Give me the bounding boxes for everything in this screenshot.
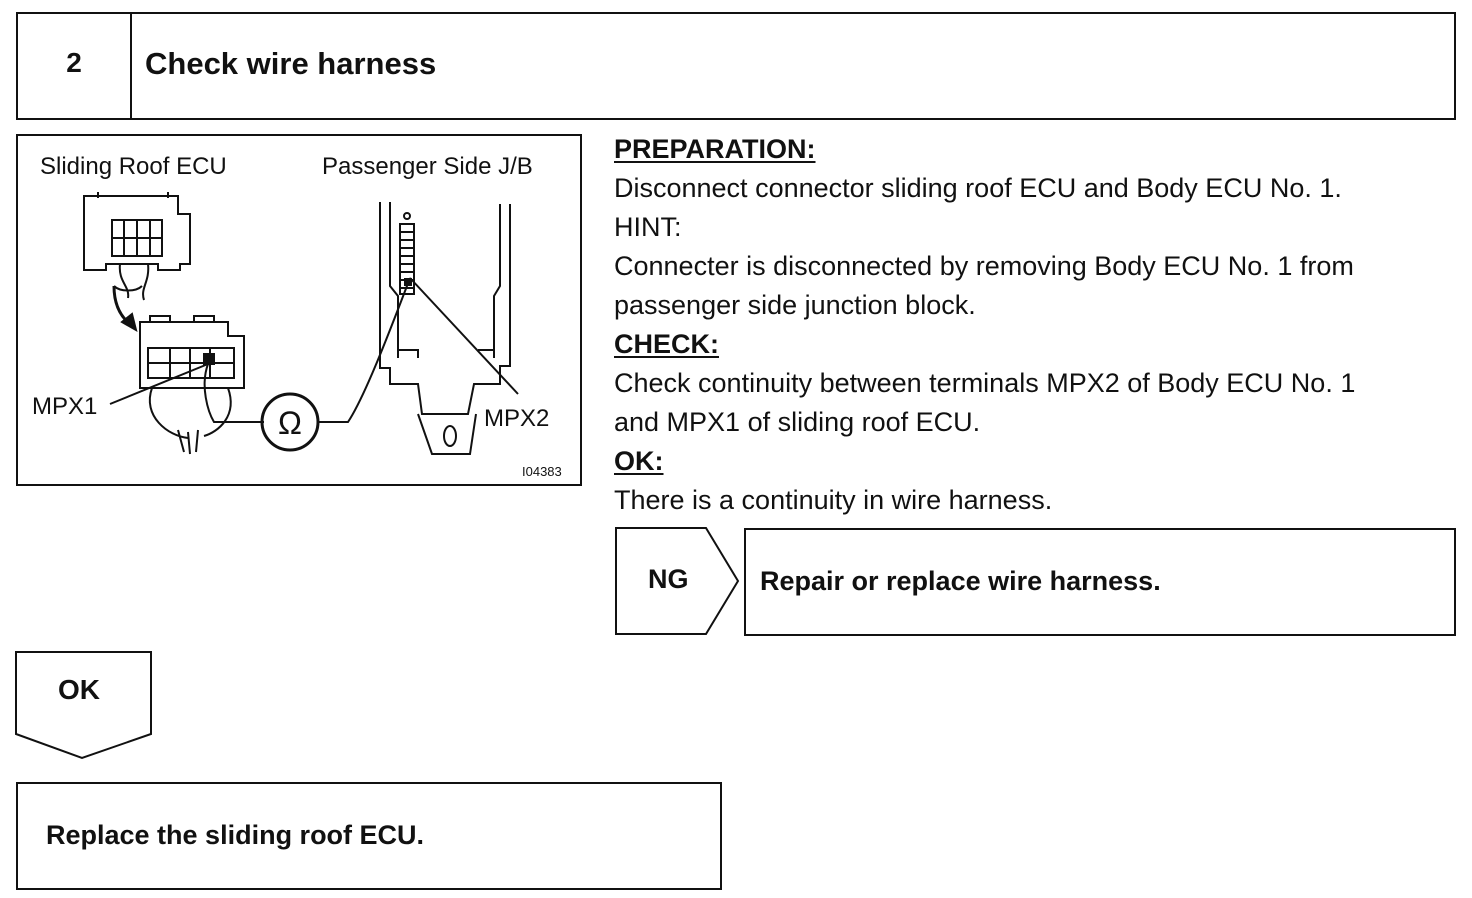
ng-label: NG bbox=[648, 564, 689, 594]
ng-arrow-tag bbox=[615, 527, 740, 635]
ok-action-box: Replace the sliding roof ECU. bbox=[16, 782, 722, 890]
check-line-1: Check continuity between terminals MPX2 … bbox=[614, 368, 1356, 398]
ok-arrow-tag bbox=[15, 651, 152, 760]
ok-action-text: Replace the sliding roof ECU. bbox=[46, 820, 425, 850]
preparation-text: Disconnect connector sliding roof ECU an… bbox=[614, 173, 1342, 203]
ng-action-box: Repair or replace wire harness. bbox=[744, 528, 1456, 636]
ok-branch: OK bbox=[14, 650, 156, 762]
hint-line-1: Connecter is disconnected by removing Bo… bbox=[614, 251, 1354, 281]
ok-label: OK bbox=[58, 674, 100, 705]
label-mpx2: MPX2 bbox=[484, 405, 549, 432]
ng-action-text: Repair or replace wire harness. bbox=[760, 566, 1161, 596]
preparation-heading: PREPARATION: bbox=[614, 134, 816, 164]
label-sliding-roof-ecu: Sliding Roof ECU bbox=[40, 153, 227, 180]
label-mpx1: MPX1 bbox=[32, 393, 97, 420]
step-number-cell: 2 bbox=[18, 14, 132, 118]
instruction-block: PREPARATION: Disconnect connector slidin… bbox=[614, 130, 1464, 520]
ecu-connector-top bbox=[83, 192, 191, 301]
figure-id: I04383 bbox=[522, 464, 562, 479]
ok-spec-heading: OK: bbox=[614, 446, 664, 476]
ng-branch: NG Repair or replace wire harness. bbox=[614, 526, 1459, 638]
hint-heading: HINT: bbox=[614, 212, 682, 242]
ecu-connector-bottom bbox=[139, 315, 245, 455]
step-title: Check wire harness bbox=[145, 46, 437, 81]
diagram-drawing: Ω Sliding Roof ECU Passenger Side J/B MP… bbox=[32, 153, 562, 479]
wiring-diagram: Ω Sliding Roof ECU Passenger Side J/B MP… bbox=[16, 134, 582, 486]
step-header: 2 Check wire harness bbox=[16, 12, 1456, 120]
label-passenger-side-jb: Passenger Side J/B bbox=[322, 153, 533, 180]
step-number: 2 bbox=[66, 47, 82, 78]
ok-spec-text: There is a continuity in wire harness. bbox=[614, 485, 1053, 515]
check-line-2: and MPX1 of sliding roof ECU. bbox=[614, 407, 981, 437]
check-heading: CHECK: bbox=[614, 329, 719, 359]
ohm-symbol: Ω bbox=[278, 405, 302, 441]
hint-line-2: passenger side junction block. bbox=[614, 290, 976, 320]
